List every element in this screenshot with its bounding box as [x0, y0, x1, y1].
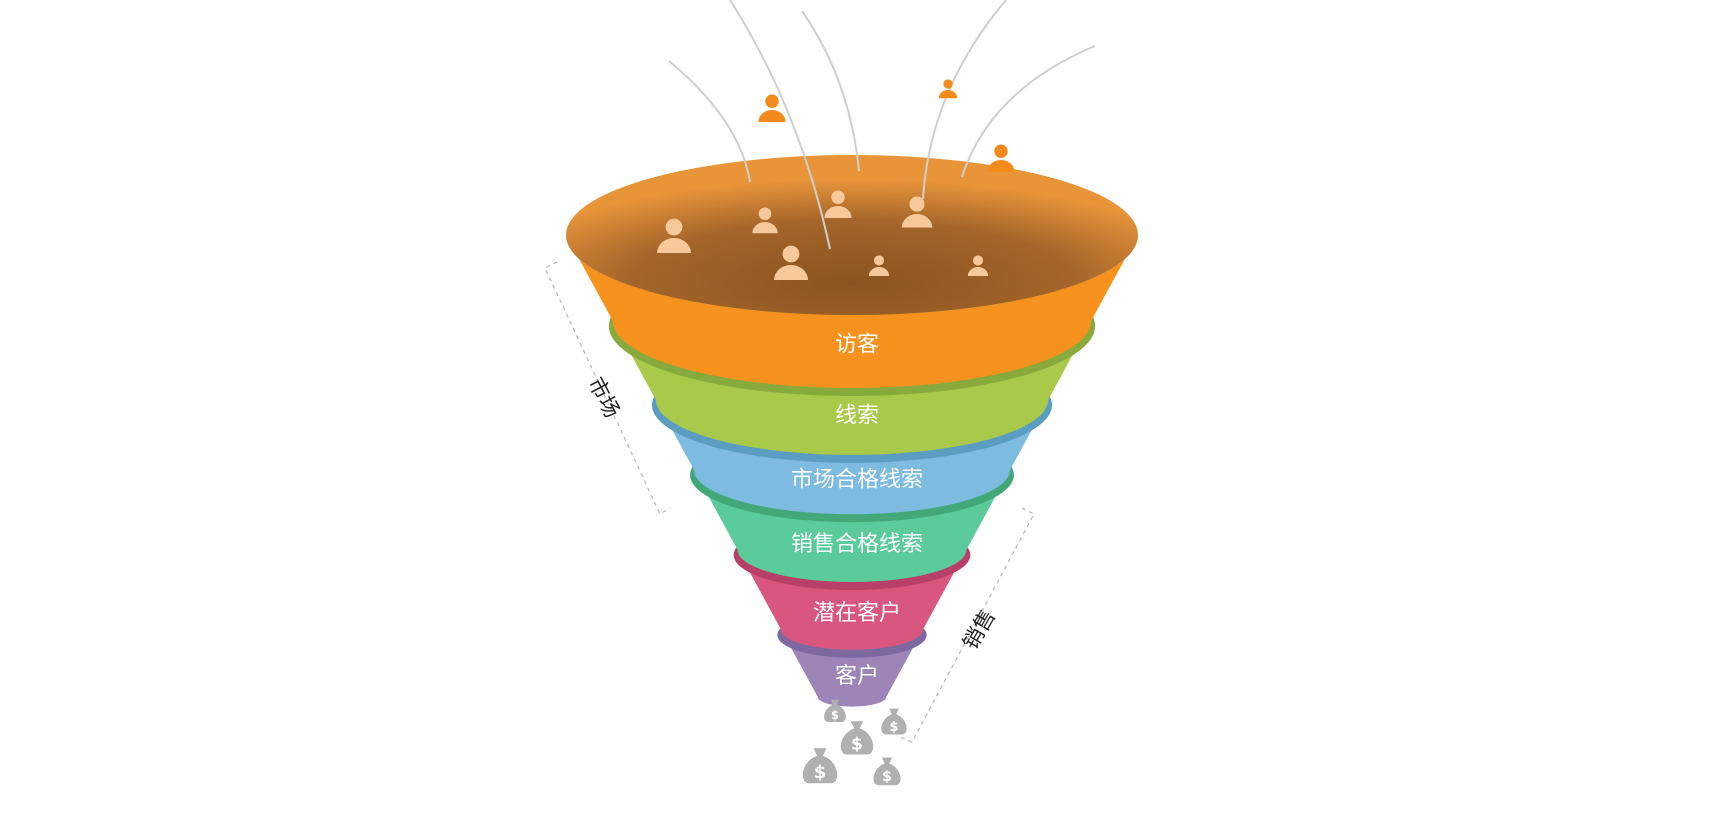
money-bag-icon: $ [824, 699, 846, 722]
people-icons [657, 79, 1015, 280]
stage-label: 访客 [835, 333, 879, 358]
trail-line [961, 45, 1096, 178]
svg-text:$: $ [882, 769, 892, 785]
stage-label: 潜在客户 [813, 601, 901, 626]
person-icon [938, 79, 958, 99]
sales-group-label: 销售 [958, 605, 1000, 653]
person-icon [901, 196, 933, 228]
funnel-opening [566, 155, 1138, 315]
stage-label: 线索 [835, 404, 879, 429]
trail-line [801, 10, 860, 172]
funnel-band-3 [694, 470, 1010, 583]
stage-label: 市场合格线索 [791, 468, 923, 493]
money-bags: $ $ $ $ $ [802, 699, 907, 786]
person-icon [868, 255, 890, 276]
person-icon [758, 94, 786, 122]
svg-text:$: $ [814, 762, 827, 783]
money-bag-icon: $ [840, 721, 874, 755]
market-group-label: 市场 [583, 373, 624, 421]
funnel-band-1 [612, 321, 1092, 455]
person-icon [967, 255, 989, 276]
stage-label: 客户 [835, 664, 879, 689]
person-icon [657, 218, 691, 253]
market-bracket [544, 261, 671, 515]
svg-text:$: $ [831, 708, 839, 722]
person-icon [752, 207, 778, 234]
funnel-band-4 [737, 550, 967, 650]
trail-line [668, 60, 751, 183]
svg-text:$: $ [851, 735, 863, 755]
funnel-bands [566, 155, 1138, 707]
person-icon [774, 245, 808, 280]
trail-line [729, 0, 831, 250]
funnel-band-0 [566, 235, 1138, 388]
money-bag-icon: $ [802, 748, 838, 784]
money-bag-icon: $ [881, 708, 907, 735]
stage-label: 销售合格线索 [791, 532, 923, 557]
svg-text:$: $ [889, 720, 898, 735]
person-icon [987, 144, 1015, 172]
person-icon [824, 190, 852, 218]
money-bag-icon: $ [873, 757, 901, 786]
